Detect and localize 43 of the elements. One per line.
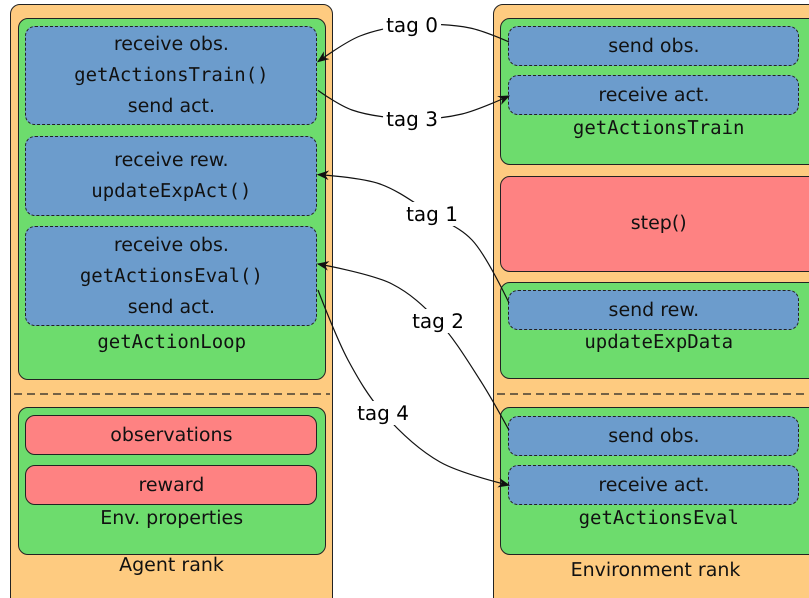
box-text: step() [630, 211, 687, 236]
arrow [316, 261, 510, 430]
function-panel [500, 406, 809, 555]
message-box [508, 465, 800, 506]
rank-panel [10, 4, 333, 598]
properties-panel [18, 406, 326, 555]
data-box [25, 415, 318, 456]
box-text: send obs. [608, 424, 700, 449]
message-box [508, 290, 800, 330]
panel-title: getActionsEval [578, 506, 740, 531]
panel-title: Agent rank [118, 553, 225, 578]
box-text: reward [138, 472, 204, 498]
panel-title: Env. properties [99, 506, 244, 531]
panel-title: getActionsTrain [572, 116, 746, 141]
box-text: send obs. [608, 34, 700, 59]
message-box [508, 26, 800, 66]
message-box [25, 136, 318, 216]
function-box [500, 176, 809, 272]
panel-title: updateExpData [583, 330, 734, 355]
message-box [25, 226, 318, 326]
box-text: updateExpAct() [91, 179, 252, 204]
arrow [317, 290, 510, 488]
box-text: send act. [128, 294, 216, 320]
function-panel [18, 18, 326, 380]
rank-panel [493, 4, 809, 598]
message-box [508, 416, 800, 456]
box-text: receive act. [598, 82, 710, 108]
box-text: receive obs. [114, 32, 229, 58]
box-text: getActionsTrain() [74, 63, 269, 88]
data-box [25, 465, 318, 506]
box-text: getActionsEval() [80, 264, 263, 289]
panel-title: Environment rank [570, 558, 742, 583]
function-panel [500, 18, 809, 165]
box-text: receive act. [598, 472, 710, 498]
message-box [25, 26, 318, 126]
box-text: observations [110, 422, 233, 448]
function-panel [500, 282, 809, 379]
box-text: send act. [128, 94, 216, 120]
box-text: receive rew. [114, 148, 229, 174]
message-box [508, 75, 800, 116]
box-text: send rew. [608, 298, 700, 323]
box-text: receive obs. [114, 232, 229, 258]
panel-title: getActionLoop [96, 330, 248, 355]
